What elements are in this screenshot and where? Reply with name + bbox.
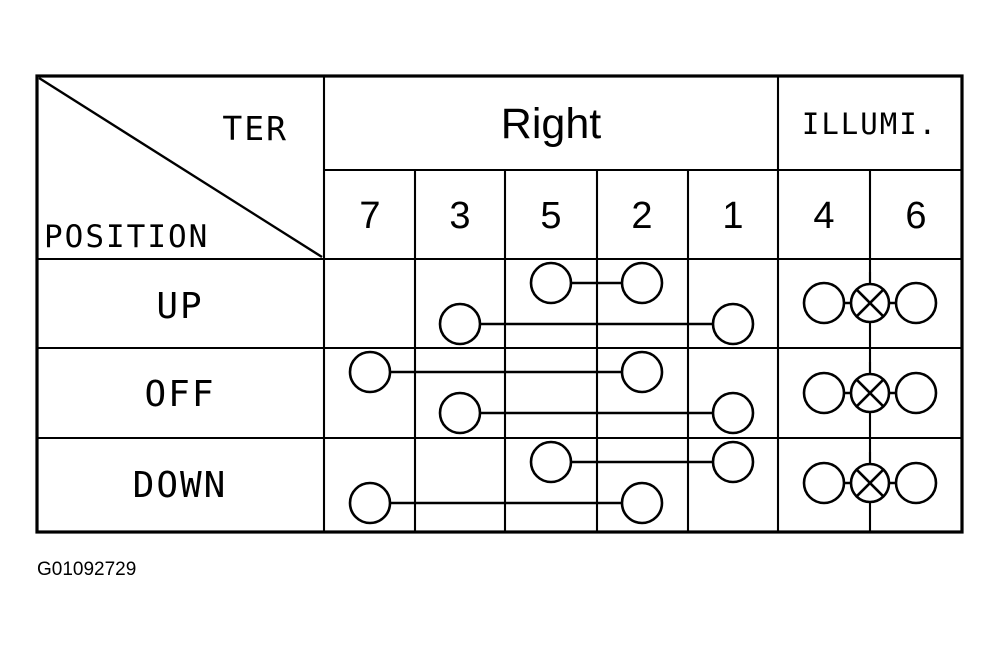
row-down-illumination-lamp (802, 452, 938, 505)
corner-diagonal-divider (38, 76, 323, 259)
pin-header-4: 4 (813, 195, 834, 237)
terminal-off-pin-1 (711, 391, 755, 435)
row-label-down: DOWN (133, 465, 228, 506)
group-header-illumination: ILLUMI. (802, 107, 938, 141)
terminal-up-pin-4 (802, 281, 846, 325)
terminal-down-pin-7 (348, 481, 392, 525)
terminal-down-pin-6 (894, 461, 938, 505)
group-header-right: Right (501, 100, 601, 148)
pin-header-7: 7 (359, 195, 380, 237)
table-outer-border (35, 74, 964, 534)
pin-header-6: 6 (905, 195, 926, 237)
terminal-down-pin-1 (711, 440, 755, 484)
pin-header-1: 1 (722, 195, 743, 237)
row-up-illumination-lamp (802, 272, 938, 325)
terminal-off-pin-7 (348, 350, 392, 394)
lamp-up-cross-b (855, 288, 885, 318)
terminal-down-pin-2 (620, 481, 664, 525)
pin-header-2: 2 (631, 195, 652, 237)
terminal-up-pin-2 (620, 261, 664, 305)
row-up-connections (438, 261, 755, 346)
diagram-caption: G01092729 (37, 559, 136, 580)
corner-label-ter: TER (222, 109, 288, 148)
terminal-up-pin-1 (711, 302, 755, 346)
terminal-down-pin-5 (529, 440, 573, 484)
terminal-off-pin-3 (438, 391, 482, 435)
corner-label-position: POSITION (44, 219, 209, 255)
row-label-up: UP (156, 286, 203, 327)
row-off-connections (348, 350, 755, 435)
row-down-connections (348, 440, 755, 525)
table-grid (35, 74, 964, 534)
terminal-off-pin-4 (802, 371, 846, 415)
pin-header-5: 5 (540, 195, 561, 237)
lamp-off-cross-b (855, 378, 885, 408)
row-off-illumination-lamp (802, 362, 938, 415)
terminal-up-pin-3 (438, 302, 482, 346)
terminal-up-pin-6 (894, 281, 938, 325)
terminal-up-pin-5 (529, 261, 573, 305)
lamp-down-cross-b (855, 468, 885, 498)
terminal-off-pin-2 (620, 350, 664, 394)
terminal-down-pin-4 (802, 461, 846, 505)
row-label-off: OFF (144, 374, 215, 415)
terminal-off-pin-6 (894, 371, 938, 415)
pin-header-3: 3 (449, 195, 470, 237)
